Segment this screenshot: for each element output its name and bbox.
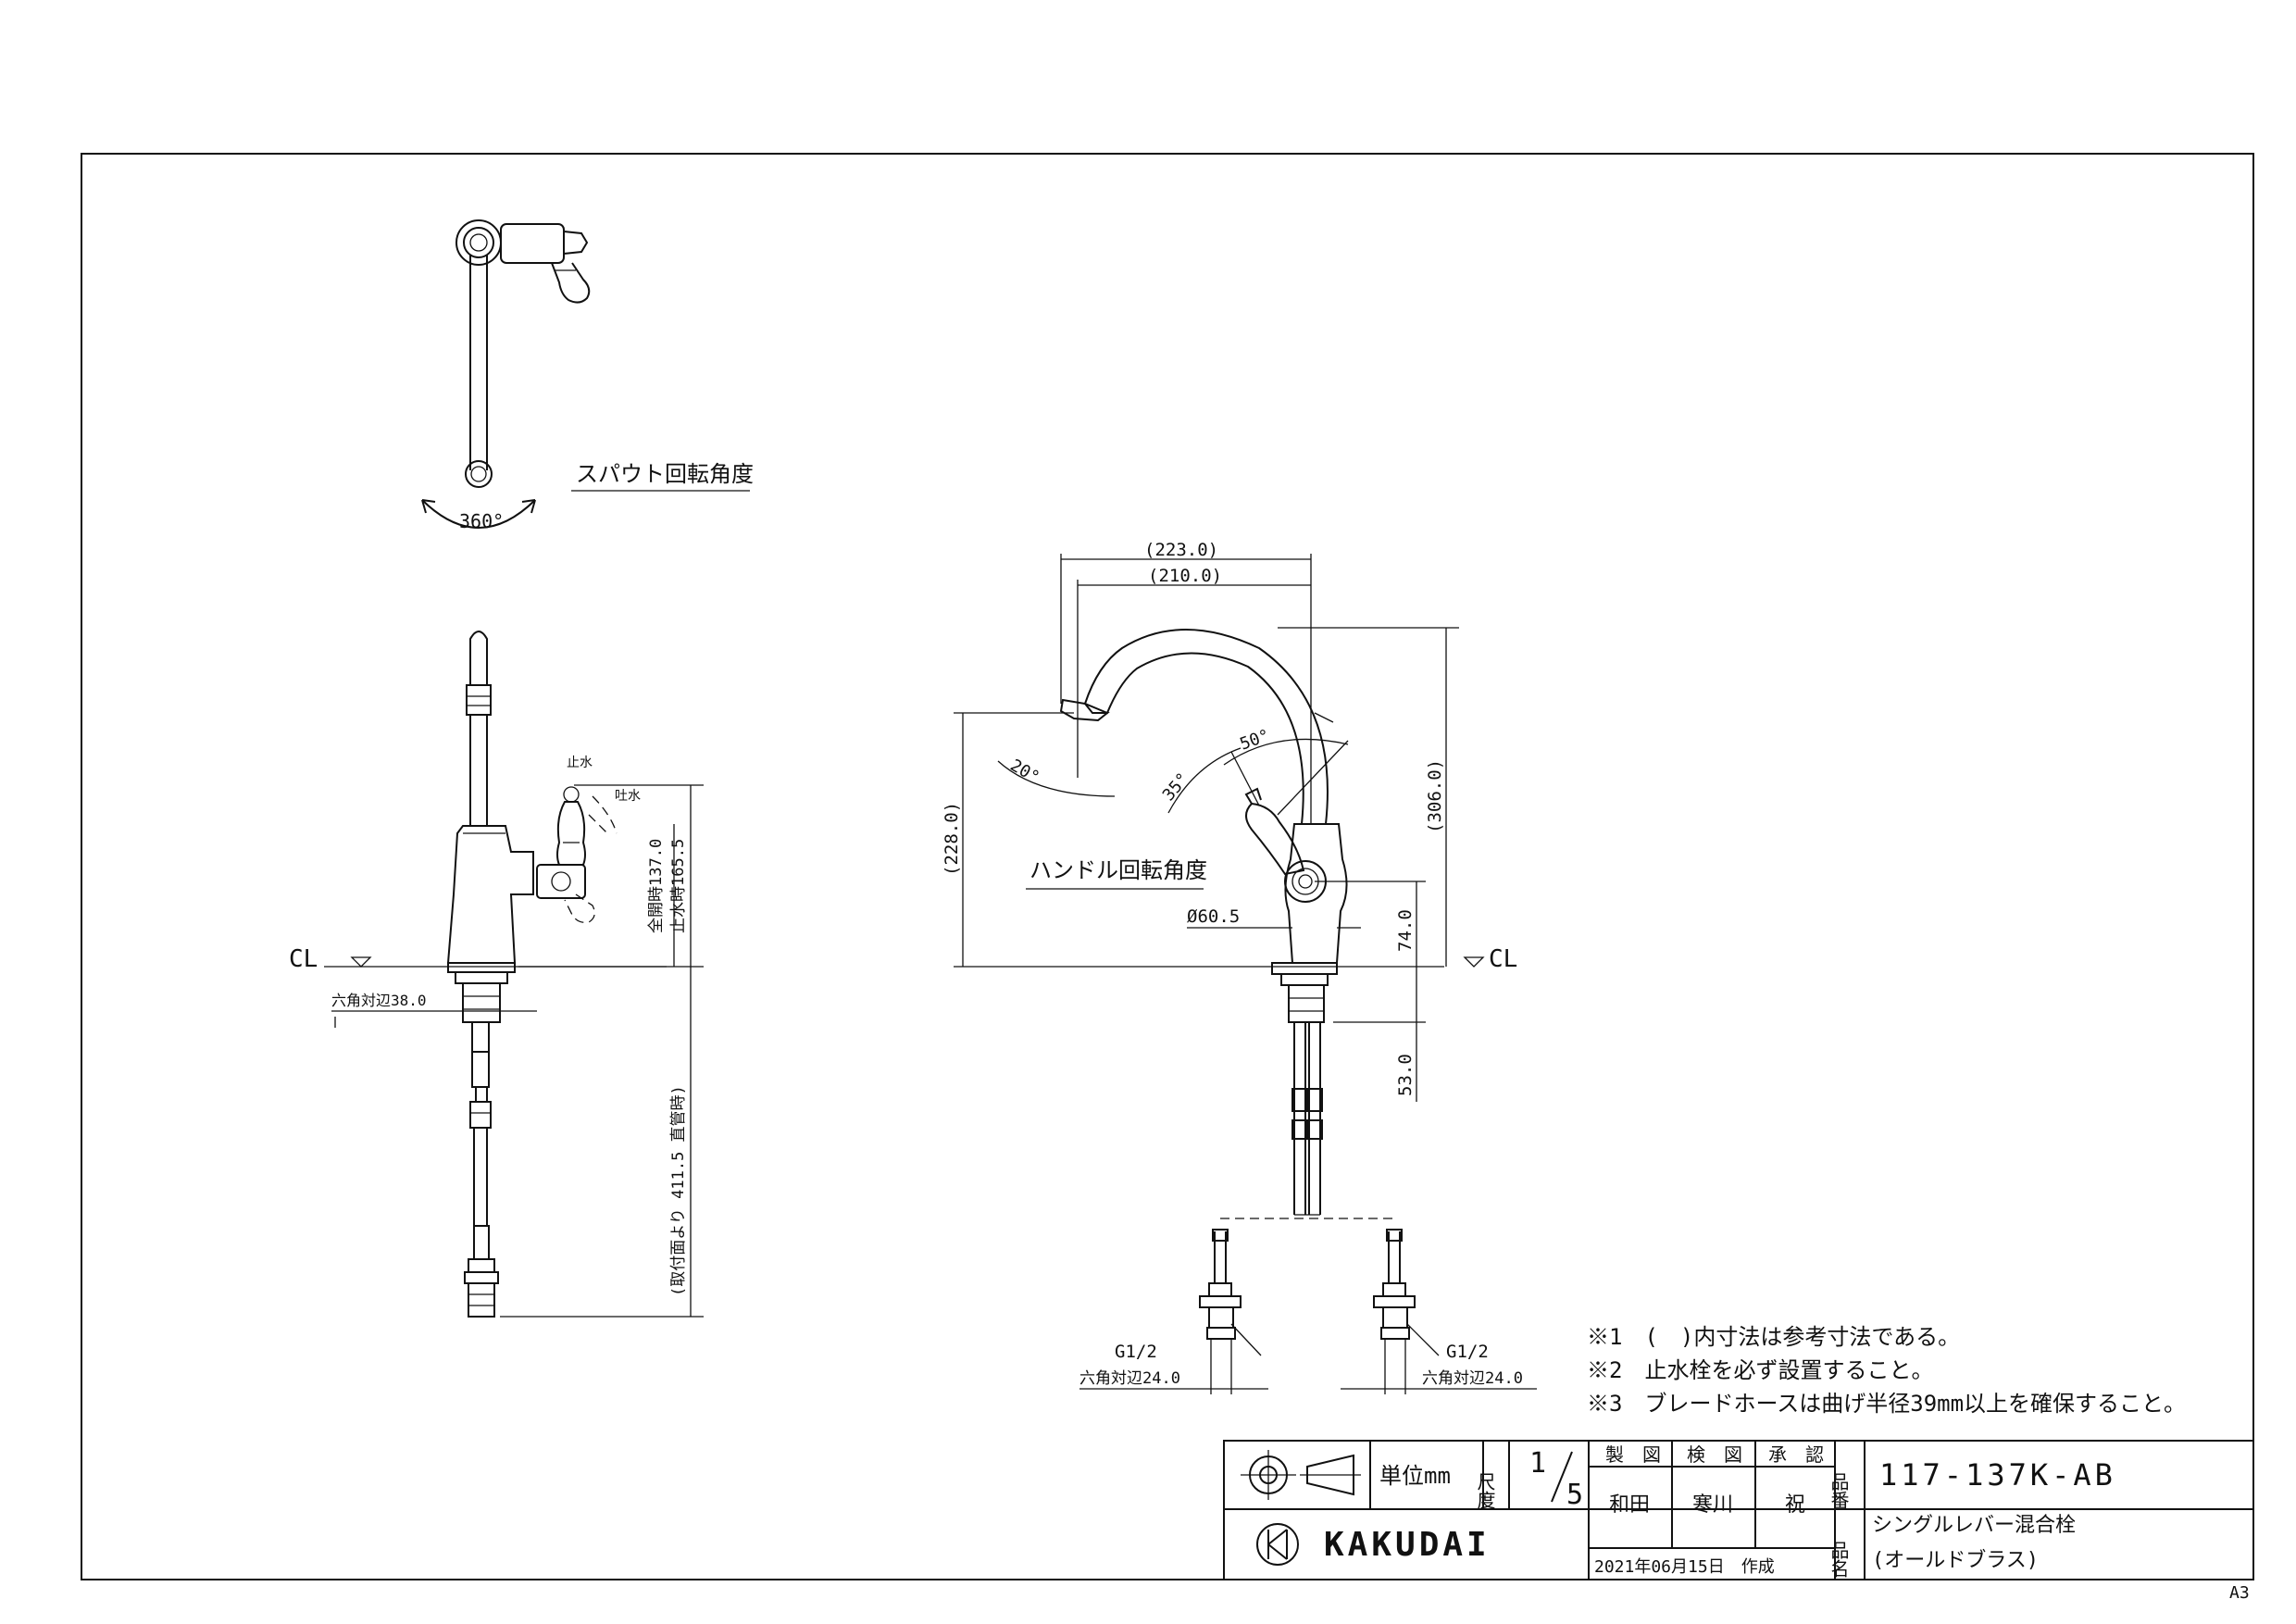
approved-header: 承 認 [1768,1443,1824,1466]
hex24-right-label: 六角対辺24.0 [1422,1369,1523,1388]
hex24-left-label: 六角対辺24.0 [1079,1369,1180,1388]
drawn-by: 和田 [1609,1493,1650,1517]
mount-411-label: (取付面より 411.5 直管時) [669,1085,688,1296]
dim-228-label: (228.0) [942,802,962,876]
g12-left-label: G1/2 [1115,1342,1157,1362]
angle-20-label: 20° [1007,756,1043,787]
drawn-header: 製 図 [1605,1443,1661,1466]
checked-by: 寒川 [1692,1493,1733,1517]
dim-223-label: (223.0) [1144,540,1218,560]
dim-53-label: 53.0 [1395,1054,1416,1096]
spout-rotation-label: スパウト回転角度 [576,461,754,487]
checked-header: 検 図 [1687,1443,1742,1466]
cl-label-left: CL [289,945,318,973]
part-name-header: 品名 [1828,1541,1850,1578]
part-name-line2: (オールドブラス) [1872,1549,2039,1572]
stop-water-label: 止水 [567,756,593,770]
company-name: KAKUDAI [1324,1526,1491,1564]
scale-numerator: 1 [1529,1447,1546,1480]
full-open-137-label: 全開時137.0 [647,839,666,933]
part-no-header: 品番 [1828,1472,1850,1509]
top-view [421,219,750,529]
drawing-frame [81,153,2254,1580]
sheet-size: A3 [2229,1583,2250,1603]
unit-label: 単位mm [1379,1463,1451,1489]
creation-date: 2021年06月15日 作成 [1594,1557,1775,1577]
note-3: ※3 ブレードホースは曲げ半径39mm以上を確保すること。 [1587,1391,2186,1417]
part-number: 117-137K-AB [1879,1457,2116,1493]
front-view [954,554,1537,1394]
part-name-line1: シングルレバー混合栓 [1872,1514,2076,1537]
side-view [324,631,704,1318]
note-1: ※1 ( )内寸法は参考寸法である。 [1587,1324,1960,1350]
cl-label-right: CL [1489,945,1517,973]
title-block [1223,1440,2254,1580]
hex-flat-38-label: 六角対辺38.0 [331,992,427,1009]
angle-35-label: 35° [1159,769,1193,805]
angle-50-label: 50° [1238,726,1273,755]
handle-rotation-label: ハンドル回転角度 [1029,857,1207,883]
spout-water-label: 吐水 [615,789,641,804]
scale-denominator: 5 [1566,1479,1583,1511]
note-2: ※2 止水栓を必ず設置すること。 [1587,1357,1933,1383]
scale-label: 尺度 [1474,1472,1496,1509]
stop-165-label: 止水時165.5 [669,839,688,933]
dim-210-label: (210.0) [1148,566,1222,586]
approved-by: 祝 [1785,1493,1805,1517]
spout-angle-label: 360° [459,510,504,532]
diameter-60-label: Ø60.5 [1187,906,1240,927]
g12-right-label: G1/2 [1446,1342,1489,1362]
dim-306-label: (306.0) [1425,759,1445,833]
dim-74-label: 74.0 [1395,909,1416,952]
